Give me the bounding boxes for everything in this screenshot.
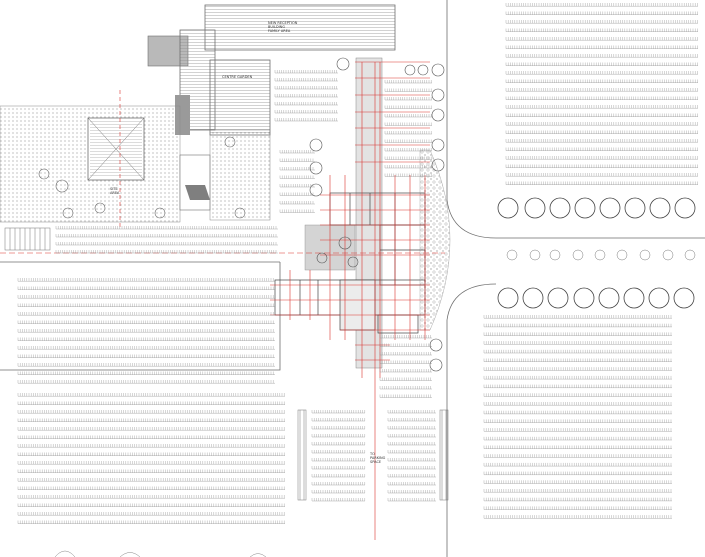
existing-building-main — [147, 4, 396, 136]
garden-area — [0, 105, 271, 223]
corridor-trees — [309, 57, 445, 372]
parking-stalls — [17, 3, 698, 524]
avenue-trees-bottom — [497, 287, 695, 309]
center-building-label: CENTRE GARDEN — [222, 75, 253, 79]
median-trees — [506, 249, 696, 261]
central-building — [274, 192, 426, 334]
entry-stair — [4, 227, 51, 251]
avenue-trees-top — [497, 197, 696, 219]
left-trees — [38, 136, 246, 219]
central-approach — [304, 57, 451, 369]
